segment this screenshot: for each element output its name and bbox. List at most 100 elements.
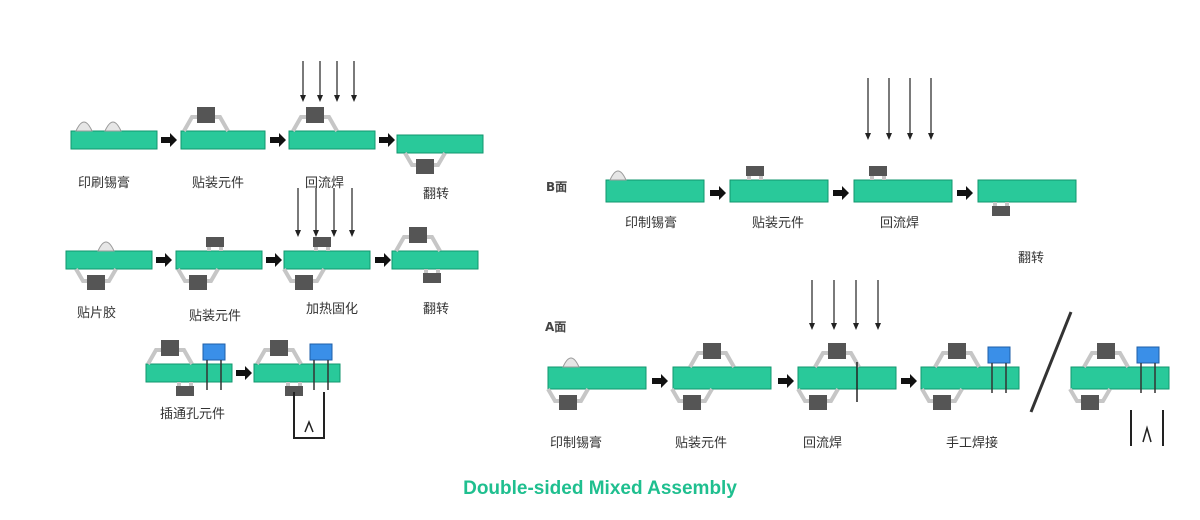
component-lead bbox=[177, 382, 181, 386]
heat-arrow bbox=[875, 323, 881, 330]
heat-arrow bbox=[886, 133, 892, 140]
component-lead bbox=[178, 348, 194, 365]
separator-slash bbox=[1029, 311, 1073, 413]
component-lead bbox=[291, 115, 307, 132]
step-label-print-paste: 印制锡膏 bbox=[625, 216, 678, 231]
heat-arrow bbox=[313, 230, 319, 237]
component-lead bbox=[326, 247, 330, 251]
heat-arrow bbox=[331, 230, 337, 237]
solder-paste-bump bbox=[562, 357, 580, 368]
solder-flame bbox=[304, 419, 314, 433]
through-hole-component bbox=[309, 343, 333, 361]
smd-component bbox=[869, 166, 887, 176]
component-lead bbox=[189, 382, 193, 386]
diagram-caption: Double-sided Mixed Assembly bbox=[463, 478, 737, 499]
component-lead bbox=[720, 351, 736, 368]
pcb-board bbox=[288, 130, 376, 150]
component-lead bbox=[424, 269, 428, 273]
component-lead bbox=[950, 387, 964, 403]
smd-component bbox=[285, 386, 303, 396]
component-lead bbox=[700, 387, 714, 403]
smd-component bbox=[87, 275, 105, 290]
smd-component bbox=[683, 395, 701, 410]
component-lead bbox=[965, 351, 981, 368]
smd-component bbox=[409, 227, 427, 243]
component-lead bbox=[298, 382, 302, 386]
component-lead bbox=[813, 351, 829, 368]
through-hole-component bbox=[1136, 346, 1160, 364]
smd-component bbox=[270, 340, 288, 356]
heat-arrow bbox=[300, 95, 306, 102]
smd-component bbox=[161, 340, 179, 356]
component-lead bbox=[546, 387, 560, 403]
smd-component bbox=[746, 166, 764, 176]
process-arrow bbox=[375, 253, 391, 267]
pcb-board bbox=[391, 250, 479, 270]
through-hole-component bbox=[987, 346, 1011, 364]
step-label-insert-through-hole: 插通孔元件 bbox=[160, 407, 226, 422]
process-arrow bbox=[270, 133, 286, 147]
pcb-board bbox=[729, 179, 829, 203]
pcb-board bbox=[175, 250, 263, 270]
component-lead bbox=[314, 247, 318, 251]
process-arrow bbox=[379, 133, 395, 147]
smd-component bbox=[559, 395, 577, 410]
step-label-reflow: 回流焊 bbox=[803, 436, 843, 451]
step-label-place-components: 贴装元件 bbox=[752, 216, 805, 231]
process-arrow bbox=[236, 366, 252, 380]
pcb-board bbox=[145, 363, 233, 383]
pcb-board bbox=[253, 363, 341, 383]
heat-arrow bbox=[317, 95, 323, 102]
process-arrow bbox=[778, 374, 794, 388]
pcb-board bbox=[283, 250, 371, 270]
smd-component bbox=[948, 343, 966, 359]
smd-component bbox=[933, 395, 951, 410]
component-lead bbox=[287, 348, 303, 365]
component-lead bbox=[993, 202, 997, 206]
process-arrow bbox=[833, 186, 849, 200]
heat-arrow bbox=[853, 323, 859, 330]
smd-component bbox=[703, 343, 721, 359]
component-lead bbox=[882, 176, 886, 180]
solder-paste-bump bbox=[97, 241, 115, 252]
smd-component bbox=[176, 386, 194, 396]
component-lead bbox=[206, 267, 220, 283]
component-lead bbox=[219, 247, 223, 251]
smd-component bbox=[992, 206, 1010, 216]
step-label-hand-solder: 手工焊接 bbox=[946, 436, 999, 451]
component-lead bbox=[214, 115, 230, 132]
component-lead bbox=[436, 269, 440, 273]
component-lead bbox=[1114, 351, 1130, 368]
component-lead bbox=[282, 267, 296, 283]
component-lead bbox=[1082, 351, 1098, 368]
pcb-board bbox=[920, 366, 1020, 390]
component-lead bbox=[286, 382, 290, 386]
component-lead bbox=[1068, 387, 1082, 403]
heat-arrow bbox=[809, 323, 815, 330]
pcb-board bbox=[605, 179, 705, 203]
component-lead bbox=[933, 351, 949, 368]
pcb-board bbox=[1070, 366, 1170, 390]
heat-arrow bbox=[351, 95, 357, 102]
component-lead bbox=[312, 267, 326, 283]
smd-component bbox=[828, 343, 846, 359]
step-label-print-paste: 印刷锡膏 bbox=[78, 176, 131, 191]
component-lead bbox=[576, 387, 590, 403]
step-label-flip: 翻转 bbox=[423, 302, 450, 317]
pcb-board bbox=[70, 130, 158, 150]
component-lead bbox=[1098, 387, 1112, 403]
component-lead bbox=[394, 235, 410, 252]
pcb-board bbox=[65, 250, 153, 270]
heat-arrow bbox=[334, 95, 340, 102]
component-lead bbox=[759, 176, 763, 180]
smd-component bbox=[1081, 395, 1099, 410]
through-hole-component bbox=[202, 343, 226, 361]
component-lead bbox=[826, 387, 840, 403]
heat-arrow bbox=[831, 323, 837, 330]
smd-component bbox=[313, 237, 331, 247]
step-label-place-components: 贴装元件 bbox=[189, 309, 242, 324]
smd-component bbox=[206, 237, 224, 247]
smd-component bbox=[189, 275, 207, 290]
component-lead bbox=[796, 387, 810, 403]
